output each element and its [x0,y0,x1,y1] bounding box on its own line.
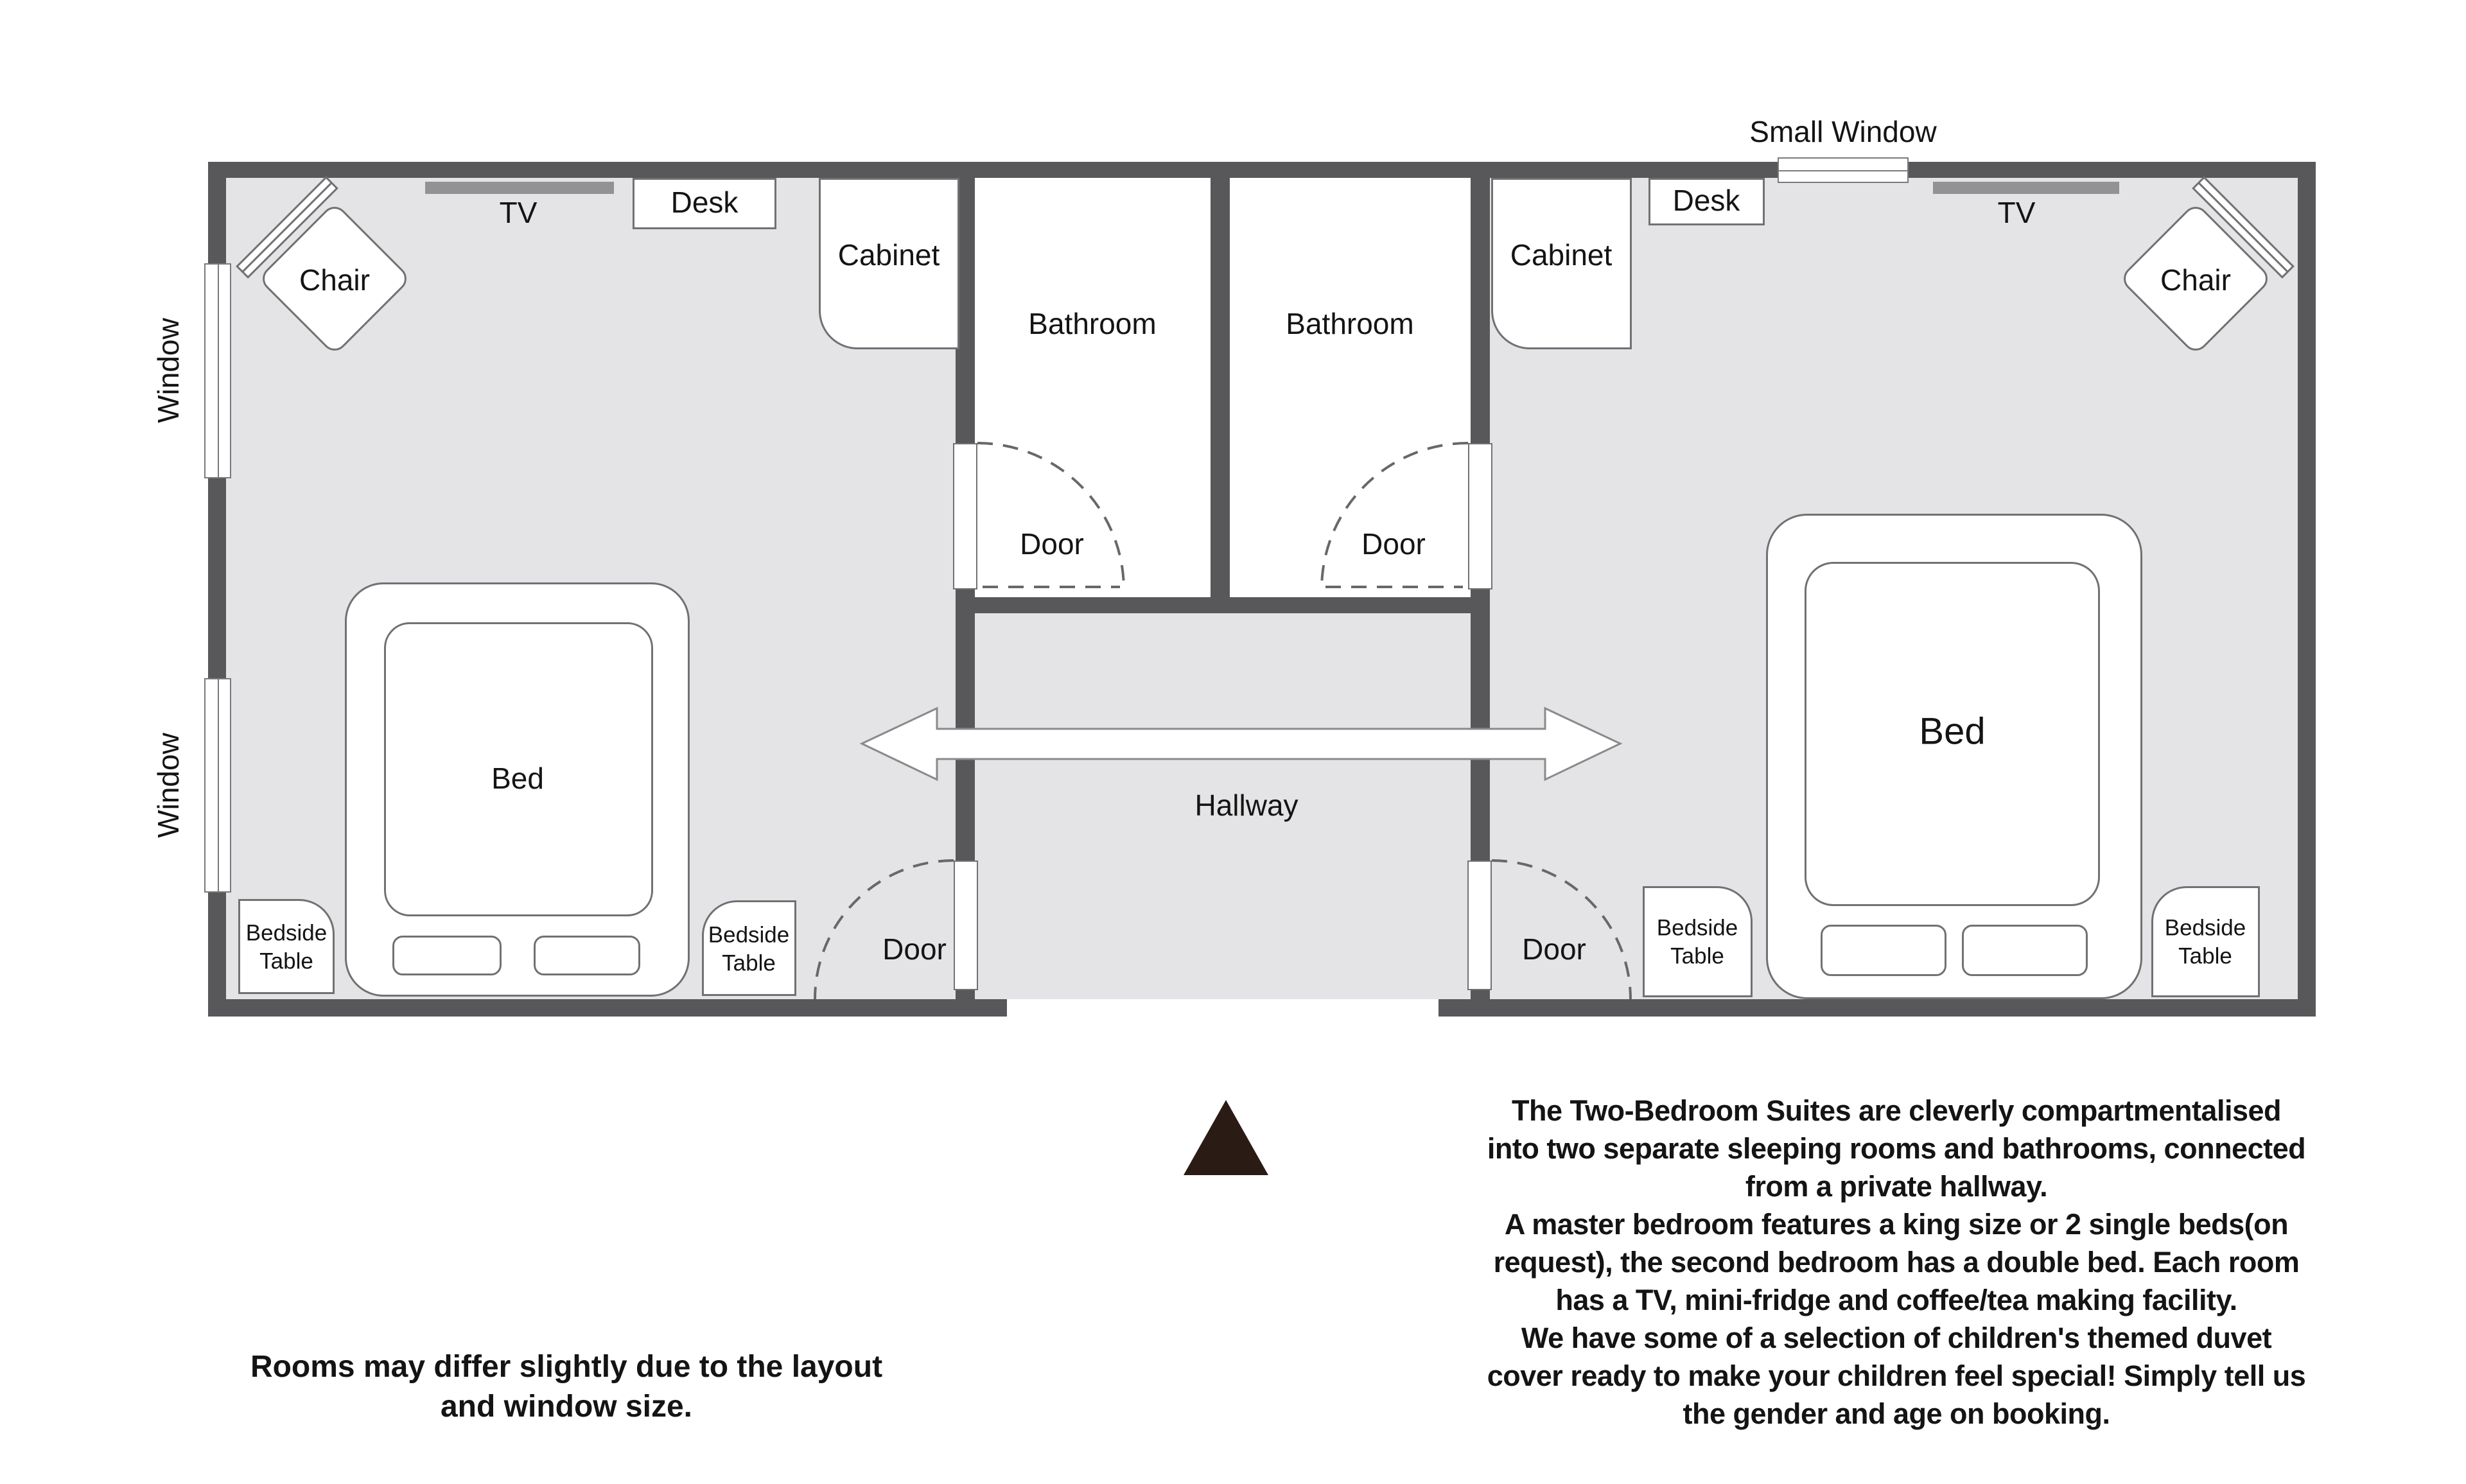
wall-right [2298,162,2316,1017]
chair-left-stripe [236,176,338,279]
bedside-table-right-1 [1643,886,1753,997]
wall-hallway-left-stub [956,990,975,999]
north-triangle [1184,1100,1268,1175]
wall-left-lower [208,893,226,1017]
window-left-lower [204,678,231,893]
bedside-table-right-2 [2151,886,2260,997]
bed-left-label: Bed [491,762,544,796]
window-pane-divider [218,265,219,477]
window-upper-label: Window [152,318,186,423]
window-left-upper [204,263,231,478]
bedside-table-left-2-label: Bedside Table [708,922,790,975]
window-lower-label: Window [152,733,186,838]
wall-bathrooms-bottom [975,597,1471,613]
wall-left-middle [208,478,226,678]
chair-right-stripe [2192,176,2295,279]
bathroom1-label: Bathroom [1028,307,1157,341]
bedroom-right-door-label: Door [1522,932,1586,966]
bedside-table-left-2 [702,900,796,996]
bed-left-pillow-2 [534,936,640,975]
desk-left-label: Desk [670,186,739,220]
tv-right-shape [1933,182,2119,194]
bed-left-mattress [384,622,653,916]
bedside-table-left-1-label: Bedside Table [245,920,328,973]
tv-right-label: TV [1997,196,2036,230]
bed-right-pillow-1 [1821,925,1946,976]
wall-hallway-left [956,589,975,860]
cabinet-right-label: Cabinet [1510,238,1613,272]
window-pane-divider [1779,170,1907,171]
bed-right-label: Bed [1919,710,1986,753]
bed-right-mattress [1805,562,2100,906]
bedroom-right-door-leaf [1467,860,1492,990]
bed-right-pillow-2 [1962,925,2088,976]
bedroom-right-door-arc [1491,859,1632,1000]
bathroom2-door-leaf [1468,443,1492,589]
bedroom-left-door-leaf [954,860,978,990]
bathroom-1-floor [975,178,1211,597]
bedroom-left-door-arc [814,859,954,1000]
wall-hallway-right [1471,589,1490,860]
hallway-arrow [859,706,1623,781]
bathroom1-door-leaf [953,443,977,589]
wall-hallway-right-stub [1471,990,1490,999]
bathroom2-door-label: Door [1361,527,1426,561]
desk-left-shape [633,178,776,229]
wall-left-upper [208,162,226,263]
bedroom-left-door-label: Door [882,932,947,966]
cabinet-left-label: Cabinet [837,238,940,272]
wall-bottom-left [208,999,1007,1017]
bed-left-pillow-1 [392,936,502,975]
bathroom2-door-arc [1320,442,1469,590]
small-window [1778,157,1909,183]
hallway-label: Hallway [1194,789,1299,823]
chair-left-label: Chair [299,263,370,297]
wall-bathroom2-right-upper [1471,178,1490,443]
desk-right-shape [1648,178,1765,225]
desk-right-label: Desk [1672,184,1740,218]
wall-top [208,162,2316,178]
window-pane-divider [218,679,219,891]
tv-left-shape [425,182,614,194]
bedside-table-right-1-label: Bedside Table [1656,915,1738,968]
small-window-label: Small Window [1749,115,1937,149]
chair-right-label: Chair [2160,263,2231,297]
cabinet-left-shape [819,178,959,349]
cabinet-right-shape [1491,178,1632,349]
bathroom1-door-arc [977,442,1125,590]
bathroom2-label: Bathroom [1286,307,1414,341]
bedside-table-left-1 [238,899,335,994]
suite-description-note: The Two-Bedroom Suites are cleverly comp… [1487,1094,2306,1430]
layout-disclaimer-note: Rooms may differ slightly due to the lay… [250,1350,883,1424]
bathroom1-door-label: Door [1020,527,1084,561]
tv-left-label: TV [499,196,538,230]
wall-between-bathrooms [1211,178,1230,597]
bedside-table-right-2-label: Bedside Table [2164,915,2246,968]
bathroom-2-floor [1230,178,1471,597]
wall-bottom-right [1438,999,2316,1017]
